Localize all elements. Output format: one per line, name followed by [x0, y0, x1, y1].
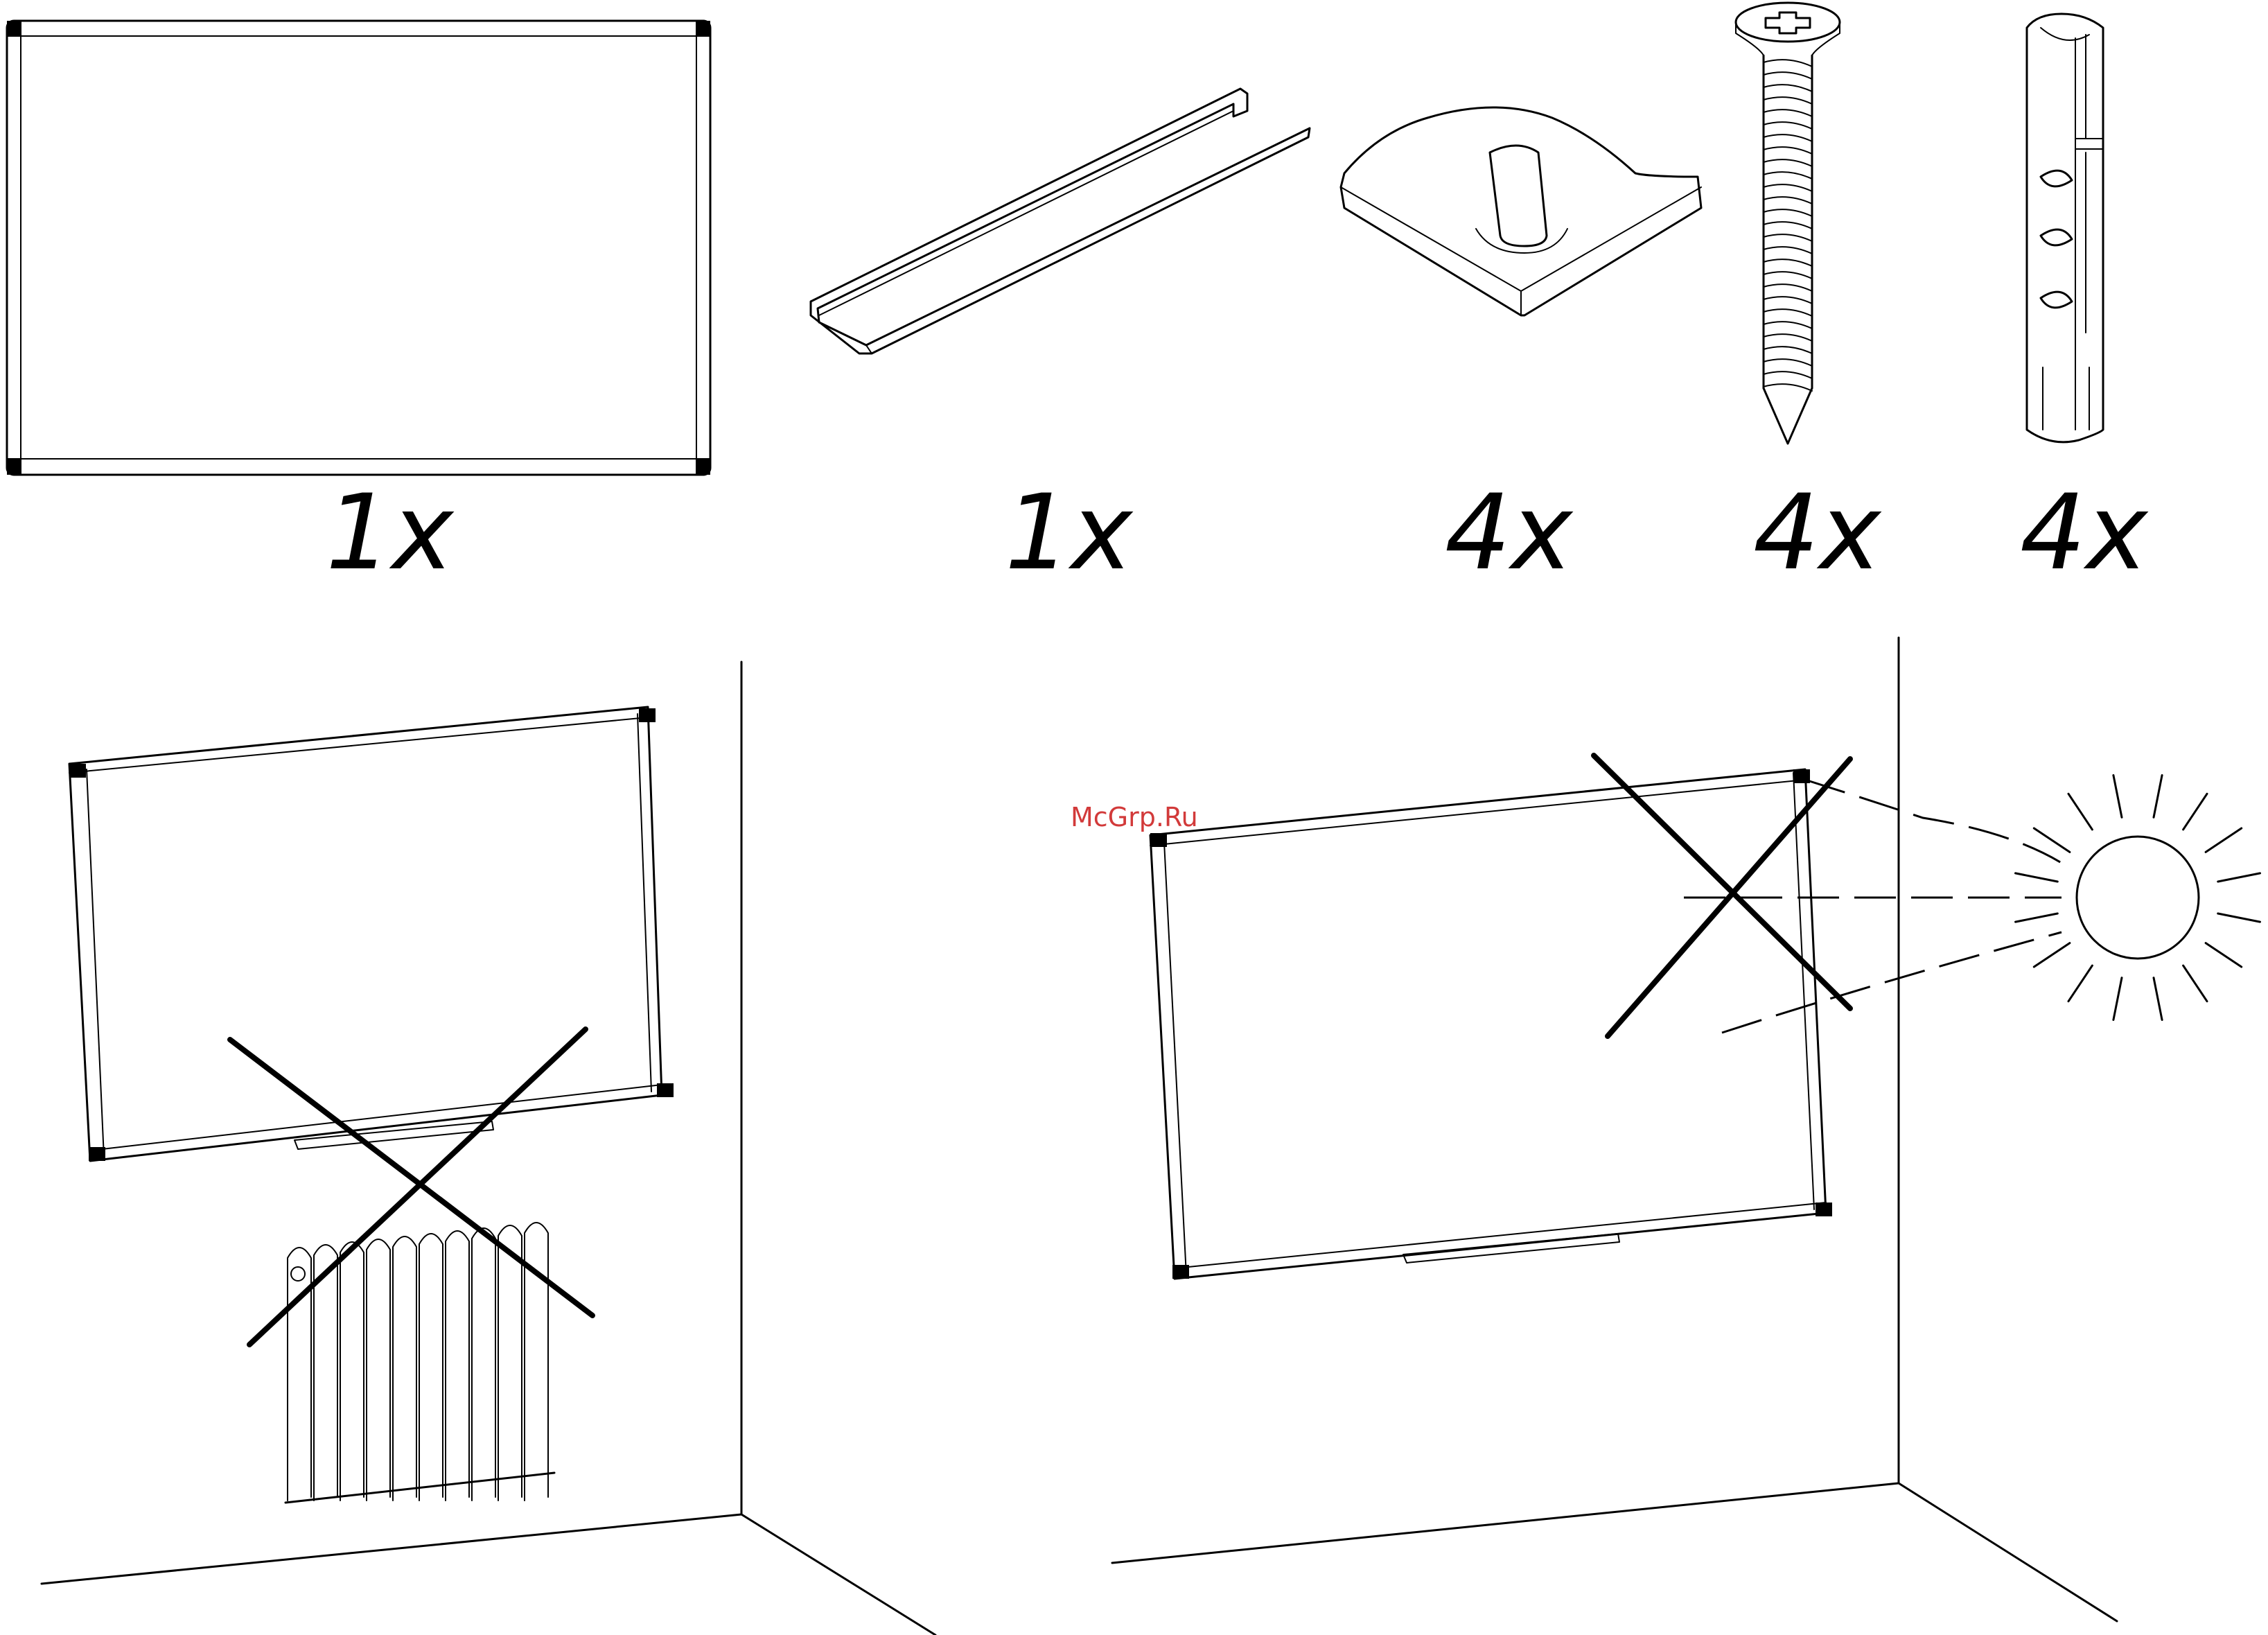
sunlight-rays	[1684, 780, 2062, 1033]
whiteboard-quantity: 1x	[326, 473, 455, 593]
mounting-bracket-part-icon	[1341, 107, 1701, 315]
screw-quantity: 4x	[1753, 473, 1882, 593]
whiteboard-part-icon	[7, 21, 710, 475]
cross-mark	[1594, 755, 1850, 1008]
pen-tray-quantity: 1x	[1005, 473, 1134, 593]
tilted-whiteboard-right	[1150, 769, 1832, 1279]
pen-tray-part-icon	[811, 89, 1310, 353]
screw-part-icon	[1736, 3, 1840, 444]
tilted-whiteboard-left	[69, 707, 674, 1161]
cross-mark	[230, 1040, 592, 1315]
radiator-warning-scene	[42, 662, 935, 1635]
wall-plug-quantity: 4x	[2020, 473, 2149, 593]
mounting-bracket-quantity: 4x	[1445, 473, 1574, 593]
wall-plug-part-icon	[2027, 14, 2103, 442]
sunlight-warning-scene	[1112, 638, 2260, 1621]
radiator-icon	[285, 1223, 554, 1503]
cross-mark	[249, 1029, 586, 1345]
watermark: McGrp.Ru	[1071, 802, 1198, 832]
